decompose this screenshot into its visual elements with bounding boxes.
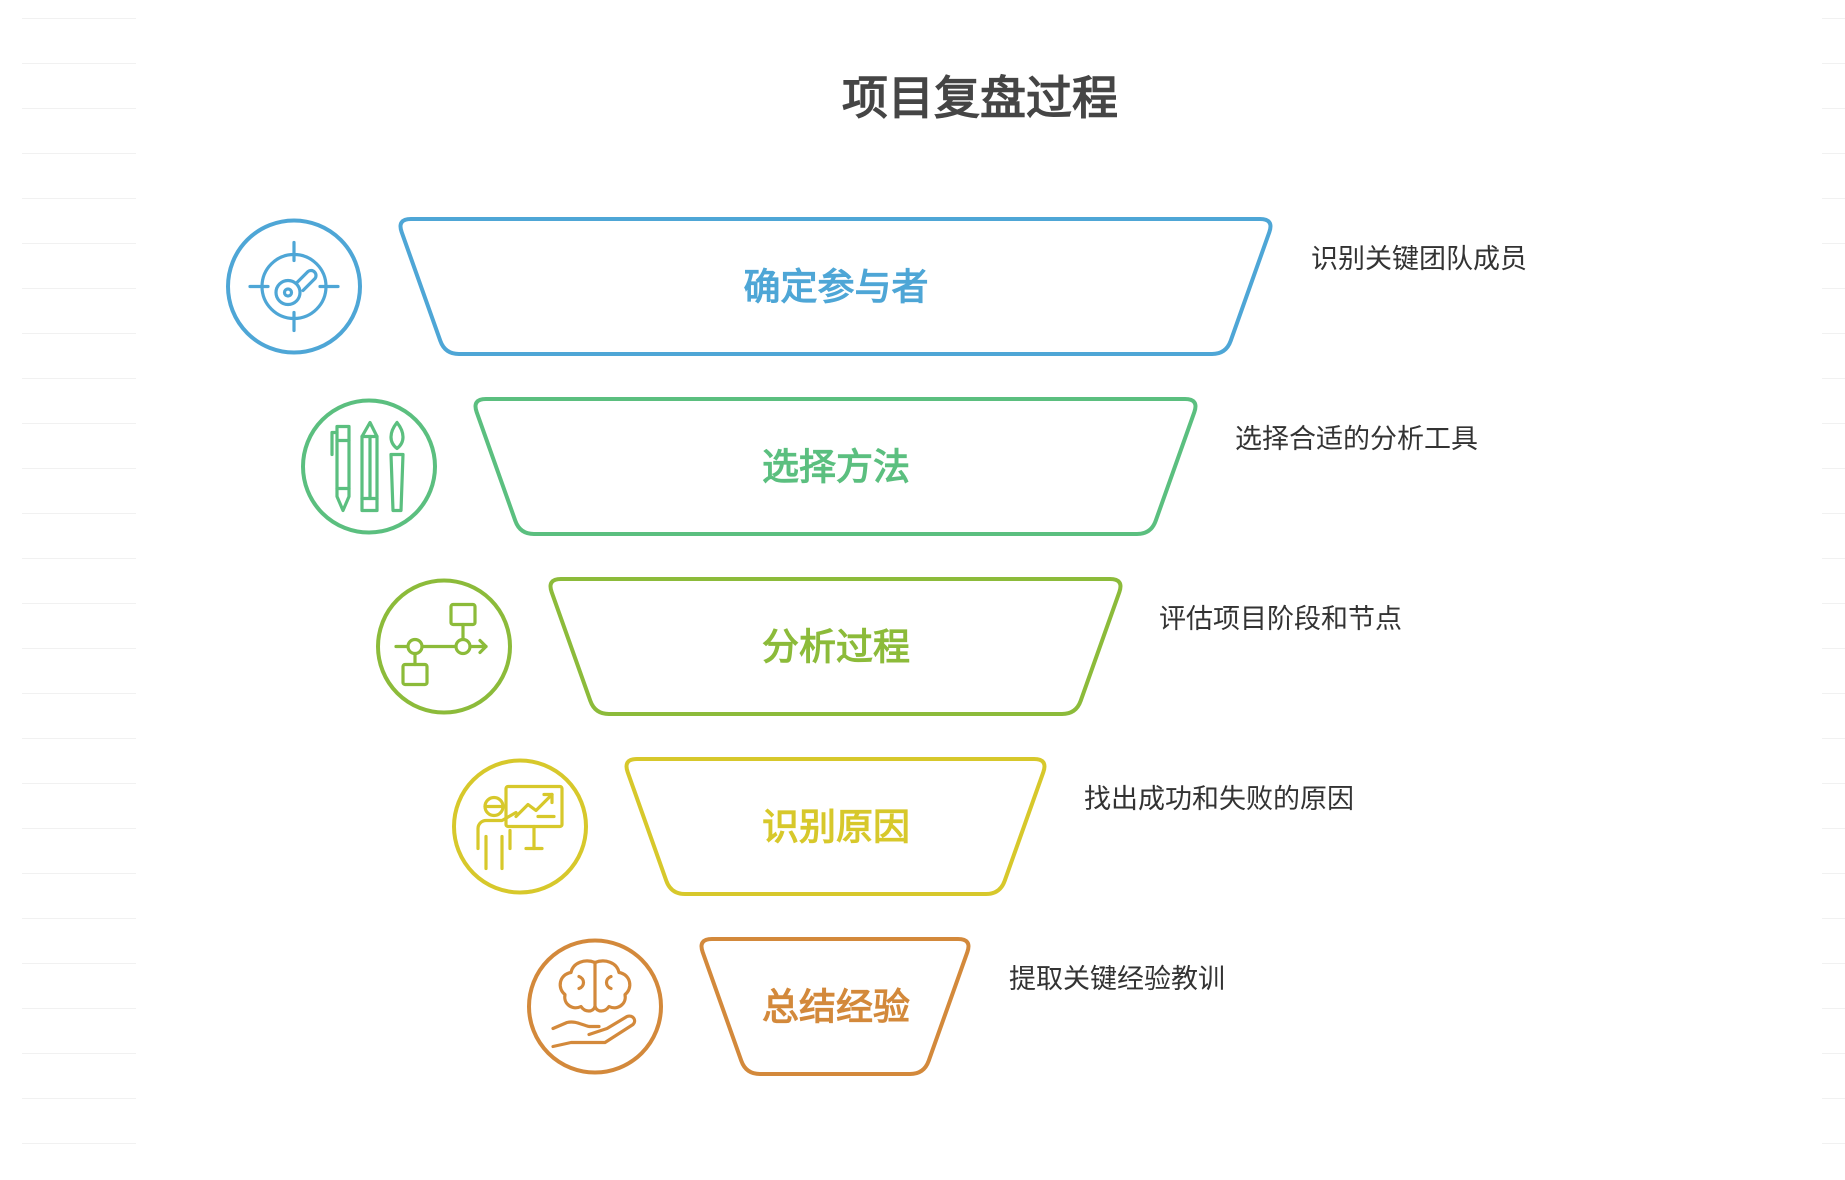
decorative-line bbox=[1822, 1098, 1845, 1099]
stage-description: 找出成功和失败的原因 bbox=[1084, 784, 1354, 815]
decorative-line bbox=[22, 333, 136, 334]
stage-label: 识别原因 bbox=[762, 806, 910, 849]
funnel-segment bbox=[548, 577, 1123, 716]
decorative-line bbox=[1822, 108, 1845, 109]
decorative-line bbox=[22, 1098, 136, 1099]
decorative-line bbox=[22, 198, 136, 199]
decorative-line bbox=[22, 1053, 136, 1054]
funnel-stage: 选择方法 bbox=[301, 397, 1198, 536]
decorative-line bbox=[22, 873, 136, 874]
decorative-line bbox=[22, 378, 136, 379]
decorative-line bbox=[22, 423, 136, 424]
pen-pencil-brush-icon bbox=[330, 420, 405, 513]
decorative-line bbox=[22, 648, 136, 649]
stage-label: 分析过程 bbox=[762, 626, 910, 669]
decorative-line bbox=[22, 153, 136, 154]
stage-description: 选择合适的分析工具 bbox=[1235, 424, 1478, 455]
funnel-segment bbox=[398, 217, 1273, 356]
funnel-segment bbox=[473, 397, 1198, 536]
decorative-line bbox=[22, 63, 136, 64]
decorative-line bbox=[1822, 603, 1845, 604]
decorative-line bbox=[22, 288, 136, 289]
decorative-line bbox=[22, 468, 136, 469]
decorative-line bbox=[1822, 378, 1845, 379]
icon-circle bbox=[226, 218, 362, 355]
stage-label: 确定参与者 bbox=[744, 266, 929, 309]
decorative-line bbox=[22, 738, 136, 739]
funnel-segment bbox=[624, 757, 1047, 896]
stage-label: 总结经验 bbox=[762, 986, 910, 1029]
page-title: 项目复盘过程 bbox=[842, 71, 1118, 125]
decorative-line bbox=[22, 603, 136, 604]
decorative-line bbox=[22, 963, 136, 964]
funnel-segment bbox=[699, 937, 971, 1076]
decorative-line bbox=[1822, 63, 1845, 64]
decorative-line bbox=[1822, 783, 1845, 784]
decorative-line bbox=[22, 558, 136, 559]
decorative-line bbox=[22, 513, 136, 514]
funnel-stage: 识别原因 bbox=[452, 757, 1047, 896]
decorative-line bbox=[1822, 918, 1845, 919]
decorative-line bbox=[1822, 423, 1845, 424]
decorative-line bbox=[1822, 693, 1845, 694]
stage-label: 选择方法 bbox=[762, 446, 910, 489]
decorative-line bbox=[22, 243, 136, 244]
decorative-line bbox=[22, 783, 136, 784]
decorative-line bbox=[1822, 153, 1845, 154]
decorative-line bbox=[1822, 513, 1845, 514]
decorative-line bbox=[1822, 18, 1845, 19]
decorative-line bbox=[1822, 738, 1845, 739]
decorative-line bbox=[1822, 558, 1845, 559]
decorative-line bbox=[1822, 333, 1845, 334]
decorative-line bbox=[1822, 243, 1845, 244]
decorative-line bbox=[1822, 1053, 1845, 1054]
decorative-line bbox=[1822, 828, 1845, 829]
decorative-line bbox=[1822, 963, 1845, 964]
decorative-line bbox=[22, 18, 136, 19]
decorative-line bbox=[22, 1008, 136, 1009]
decorative-line bbox=[1822, 648, 1845, 649]
decorative-line bbox=[22, 828, 136, 829]
decorative-line bbox=[1822, 468, 1845, 469]
stage-description: 评估项目阶段和节点 bbox=[1159, 604, 1402, 635]
flowchart-icon bbox=[394, 602, 488, 687]
target-dial-icon bbox=[248, 240, 340, 333]
decorative-line bbox=[22, 693, 136, 694]
decorative-line bbox=[1822, 1008, 1845, 1009]
decorative-line bbox=[22, 918, 136, 919]
funnel-stage: 确定参与者 bbox=[226, 217, 1273, 356]
funnel-stage: 分析过程 bbox=[376, 577, 1123, 716]
stage-description: 识别关键团队成员 bbox=[1311, 244, 1527, 275]
decorative-line bbox=[22, 108, 136, 109]
brain-in-hand-icon bbox=[551, 959, 637, 1049]
funnel-stage: 总结经验 bbox=[527, 937, 971, 1076]
stage-description: 提取关键经验教训 bbox=[1009, 964, 1225, 995]
presenter-chart-icon bbox=[476, 784, 564, 871]
decorative-line bbox=[1822, 288, 1845, 289]
decorative-line bbox=[1822, 198, 1845, 199]
decorative-line bbox=[1822, 873, 1845, 874]
decorative-line bbox=[1822, 1143, 1845, 1144]
decorative-line bbox=[22, 1143, 136, 1144]
